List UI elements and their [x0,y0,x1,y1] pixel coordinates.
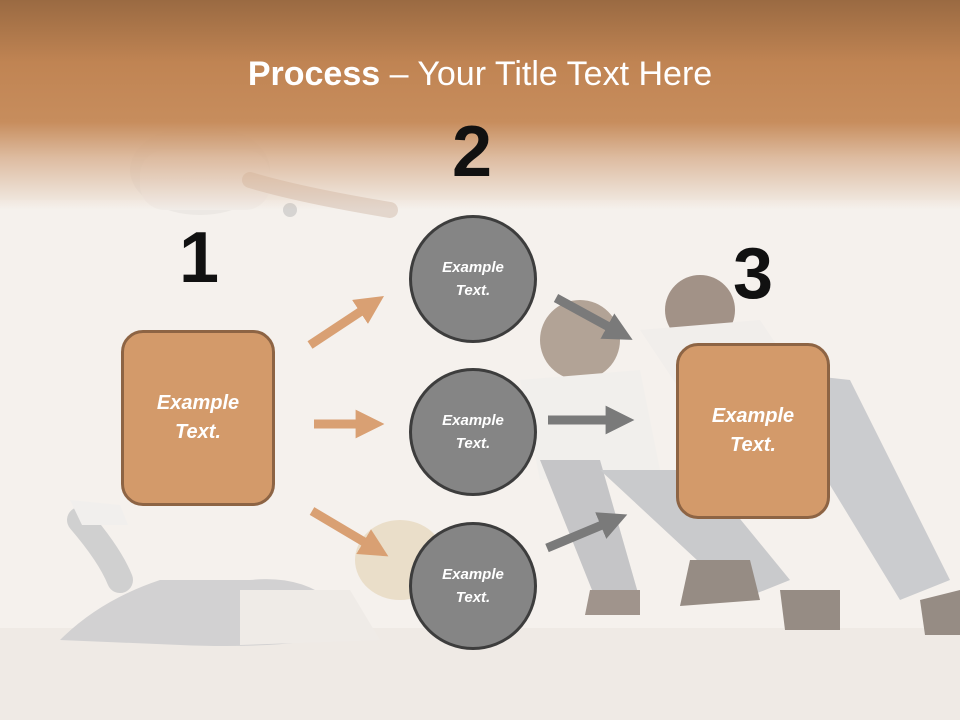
circle-top-text: Example Text. [442,259,504,299]
slide-title: Process – Your Title Text Here [0,52,960,96]
circle-bottom-text: Example Text. [442,566,504,606]
step-number-2: 2 [451,112,493,192]
title-rest: – Your Title Text Here [380,55,713,93]
step-2-circle-top: Example Text. [409,215,537,343]
circle-middle-text: Example Text. [442,412,504,452]
step-1-box: Example Text. [121,330,275,506]
step-2-circle-bottom: Example Text. [409,522,537,650]
header-band [0,0,960,210]
step-2-circle-middle: Example Text. [409,368,537,496]
step-1-box-text: Example Text. [156,392,240,443]
step-number-1: 1 [178,218,220,298]
title-bold: Process [247,55,381,93]
step-3-box: Example Text. [676,343,830,519]
step-number-3: 3 [732,234,774,314]
step-3-box-text: Example Text. [711,405,795,456]
